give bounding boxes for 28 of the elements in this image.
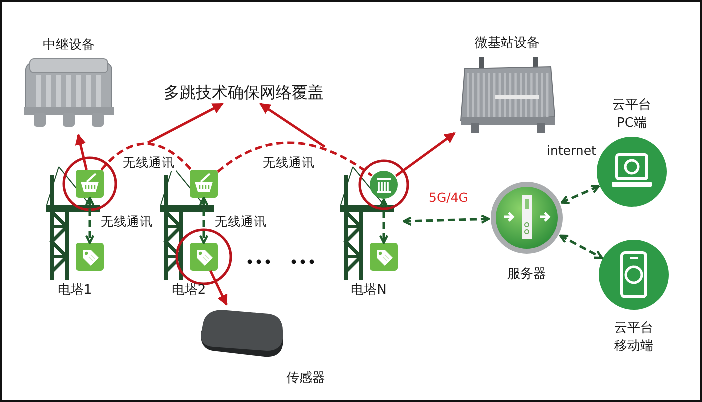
device-label: 传感器 bbox=[286, 370, 326, 388]
dashed-arc bbox=[217, 142, 373, 177]
edge-label: 无线通讯 bbox=[262, 155, 316, 171]
heading-text: 多跳技术确保网络覆盖 bbox=[163, 82, 325, 104]
platform-label: 云平台PC端 bbox=[612, 97, 652, 133]
edge-label: 无线通讯 bbox=[122, 155, 176, 171]
double-arrow bbox=[379, 198, 389, 244]
edge-label: 5G/4G bbox=[428, 190, 470, 206]
server-label: 服务器 bbox=[506, 266, 548, 284]
dashed-arc bbox=[100, 142, 192, 171]
double-arrow bbox=[560, 184, 600, 204]
double-arrow bbox=[85, 196, 95, 244]
tower-label: 电塔2 bbox=[170, 282, 208, 300]
arrow bbox=[260, 102, 326, 148]
double-arrow bbox=[402, 214, 490, 226]
arrow bbox=[210, 270, 228, 306]
device-label: 中继设备 bbox=[42, 37, 96, 55]
tower-label: 电塔1 bbox=[56, 282, 94, 300]
platform-label: 云平台移动端 bbox=[614, 320, 654, 356]
device-label: 微基站设备 bbox=[474, 35, 541, 53]
arrow bbox=[395, 132, 456, 178]
double-arrow bbox=[199, 196, 209, 244]
tower-label: 电塔N bbox=[350, 282, 388, 300]
edge-label: 无线通讯 bbox=[100, 214, 154, 230]
edge-label: 无线通讯 bbox=[214, 214, 268, 230]
arrow bbox=[75, 134, 88, 170]
double-arrow bbox=[559, 234, 604, 260]
arrow bbox=[147, 102, 224, 144]
